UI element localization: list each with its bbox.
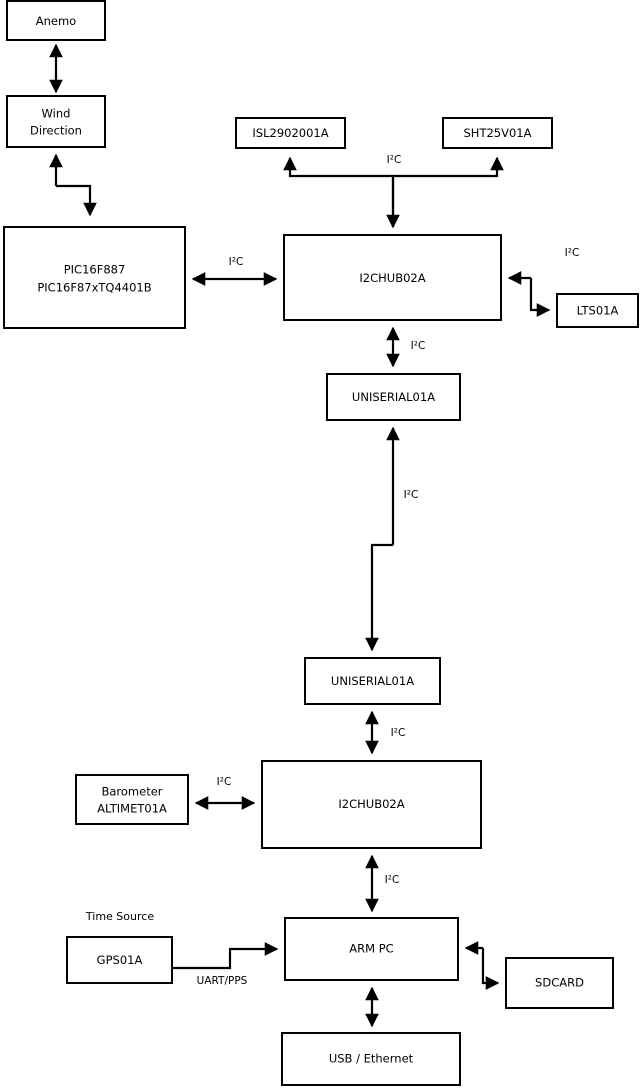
edge-hub-uniserial-upper: I²C [386, 326, 426, 368]
annotation-time-source: Time Source [85, 910, 154, 923]
edge-line [529, 278, 551, 317]
node-label: ARM PC [349, 942, 393, 956]
edge-label-pic-hub: I²C [229, 256, 244, 268]
edge-hub-lts: I²C [507, 247, 580, 317]
node-rect[interactable] [3, 226, 186, 329]
node-label-line2: Direction [30, 124, 82, 138]
node-label: UNISERIAL01A [331, 674, 414, 688]
node-label: UNISERIAL01A [352, 390, 435, 404]
node-rect[interactable] [556, 293, 639, 328]
edge-gps-armpc: UART/PPS [172, 942, 279, 987]
edge-line-to-sht [393, 156, 504, 178]
node-rect[interactable] [281, 1032, 461, 1086]
node-sdcard[interactable]: SDCARD [505, 957, 614, 1009]
edge-line-to-isl [283, 156, 395, 227]
node-lts01a[interactable]: LTS01A [556, 293, 639, 328]
node-arm-pc[interactable]: ARM PC [284, 917, 459, 981]
edge-line [172, 942, 279, 970]
node-rect[interactable] [235, 117, 346, 149]
edge-uniserial-uniserial: I²C [365, 426, 419, 652]
edge-wind-pic [49, 153, 97, 217]
node-label: SHT25V01A [464, 126, 532, 140]
node-gps01a[interactable]: GPS01A [66, 936, 173, 984]
edge-label-hub-uniserial: I²C [411, 340, 426, 352]
edge-line [56, 184, 97, 217]
edge-uniserial-hub-bottom: I²C [365, 710, 406, 755]
node-label: Anemo [36, 14, 76, 28]
node-rect[interactable] [326, 373, 461, 421]
node-rect[interactable] [66, 936, 173, 984]
node-label: USB / Ethernet [329, 1052, 414, 1066]
node-rect[interactable] [6, 0, 106, 41]
node-i2chub02a-bottom[interactable]: I2CHUB02A [261, 760, 482, 849]
edge-label-hub-armpc: I²C [385, 874, 400, 886]
edge-line-down [365, 543, 393, 652]
edge-line [481, 948, 500, 990]
node-pic-microcontroller[interactable]: PIC16F887 PIC16F87xTQ4401B [3, 226, 186, 329]
node-isl2902001a[interactable]: ISL2902001A [235, 117, 346, 149]
node-rect[interactable] [304, 657, 441, 705]
node-rect[interactable] [261, 760, 482, 849]
edge-label-uniserial-hub: I²C [391, 727, 406, 739]
edge-label-hub-lts: I²C [565, 247, 580, 259]
node-anemo[interactable]: Anemo [6, 0, 106, 41]
edge-barometer-hub-bottom: I²C [194, 776, 256, 810]
edge-label-hub-sensors: I²C [387, 154, 402, 166]
node-rect[interactable] [505, 957, 614, 1009]
node-uniserial01a-lower[interactable]: UNISERIAL01A [304, 657, 441, 705]
node-label-line2: ALTIMET01A [97, 802, 167, 816]
node-wind-direction[interactable]: Wind Direction [6, 95, 106, 148]
edge-hub-sensors: I²C [283, 154, 504, 229]
edge-armpc-sdcard [464, 941, 500, 990]
edge-label-uniserial-link: I²C [404, 489, 419, 501]
edge-hub-bottom-armpc: I²C [365, 854, 400, 913]
node-label-line1: Wind [42, 107, 71, 121]
node-barometer-altimet01a[interactable]: Barometer ALTIMET01A [75, 774, 189, 825]
edge-label-gps-armpc: UART/PPS [197, 975, 248, 987]
node-rect[interactable] [6, 95, 106, 148]
node-label: LTS01A [577, 304, 619, 318]
node-label: I2CHUB02A [359, 271, 425, 285]
node-uniserial01a-upper[interactable]: UNISERIAL01A [326, 373, 461, 421]
edge-pic-hub-top: I²C [191, 256, 278, 286]
node-label-line1: PIC16F887 [64, 263, 126, 277]
node-label: I2CHUB02A [338, 797, 404, 811]
node-rect[interactable] [283, 234, 502, 321]
node-rect[interactable] [75, 774, 189, 825]
node-label-line2: PIC16F87xTQ4401B [37, 281, 151, 295]
edge-label-baro-hub: I²C [217, 776, 232, 788]
node-label-line1: Barometer [101, 785, 162, 799]
node-label: GPS01A [97, 953, 143, 967]
node-i2chub02a-top[interactable]: I2CHUB02A [283, 234, 502, 321]
node-usb-ethernet[interactable]: USB / Ethernet [281, 1032, 461, 1086]
node-sht25v01a[interactable]: SHT25V01A [442, 117, 553, 149]
node-label: SDCARD [535, 976, 584, 990]
node-rect[interactable] [284, 917, 459, 981]
node-rect[interactable] [442, 117, 553, 149]
node-label: ISL2902001A [252, 126, 328, 140]
